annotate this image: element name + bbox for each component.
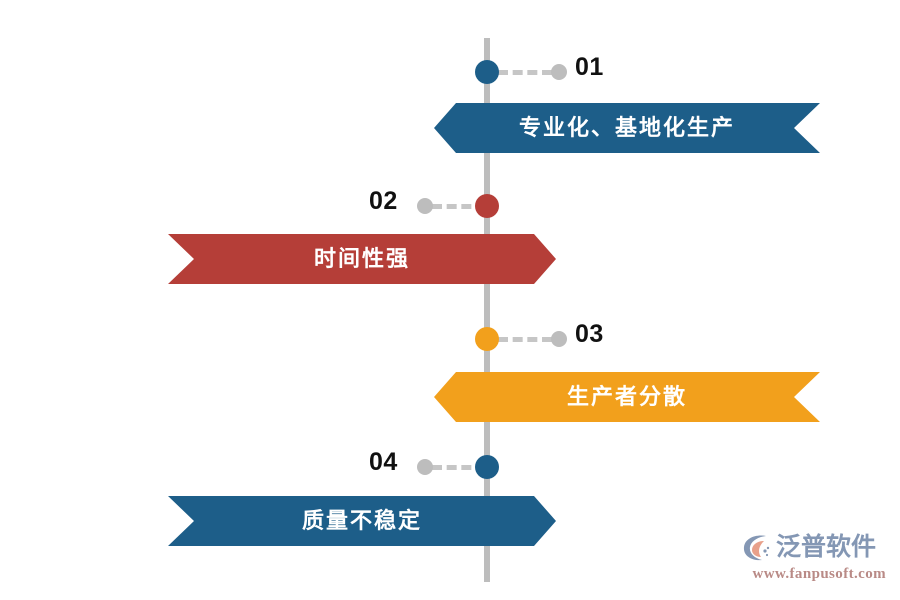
- milestone-tail-dot: [417, 459, 433, 475]
- milestone-connector-line: [498, 70, 552, 75]
- milestone-node-dot[interactable]: [475, 455, 499, 479]
- milestone-connector-line: [432, 465, 486, 470]
- milestone-ribbon[interactable]: 专业化、基地化生产: [434, 103, 820, 153]
- milestone-number: 04: [369, 448, 398, 476]
- brand-row: 泛普软件: [740, 530, 886, 564]
- milestone-tail-dot: [417, 198, 433, 214]
- brand-name: 泛普软件: [776, 532, 877, 561]
- fanpu-logo-icon: [740, 531, 772, 563]
- timeline-spine: [484, 38, 490, 582]
- milestone-number: 02: [369, 187, 398, 215]
- milestone-connector-line: [498, 337, 552, 342]
- milestone-node-dot[interactable]: [475, 194, 499, 218]
- milestone-tail-dot: [551, 331, 567, 347]
- milestone-tail-dot: [551, 64, 567, 80]
- milestone-ribbon[interactable]: 质量不稳定: [168, 496, 556, 546]
- milestone-ribbon-label: 质量不稳定: [301, 508, 422, 533]
- milestone-ribbon[interactable]: 生产者分散: [434, 372, 820, 422]
- milestone-ribbon-label: 专业化、基地化生产: [518, 115, 735, 140]
- milestone-number: 03: [575, 320, 604, 348]
- milestone-connector-line: [432, 204, 486, 209]
- milestone-ribbon[interactable]: 时间性强: [168, 234, 556, 284]
- milestone-node-dot[interactable]: [475, 60, 499, 84]
- milestone-node-dot[interactable]: [475, 327, 499, 351]
- milestone-ribbon-label: 时间性强: [313, 246, 410, 271]
- brand-url: www.fanpusoft.com: [752, 566, 886, 582]
- milestone-ribbon-label: 生产者分散: [566, 384, 687, 409]
- brand-watermark: 泛普软件 www.fanpusoft.com: [740, 530, 886, 586]
- milestone-number: 01: [575, 53, 604, 81]
